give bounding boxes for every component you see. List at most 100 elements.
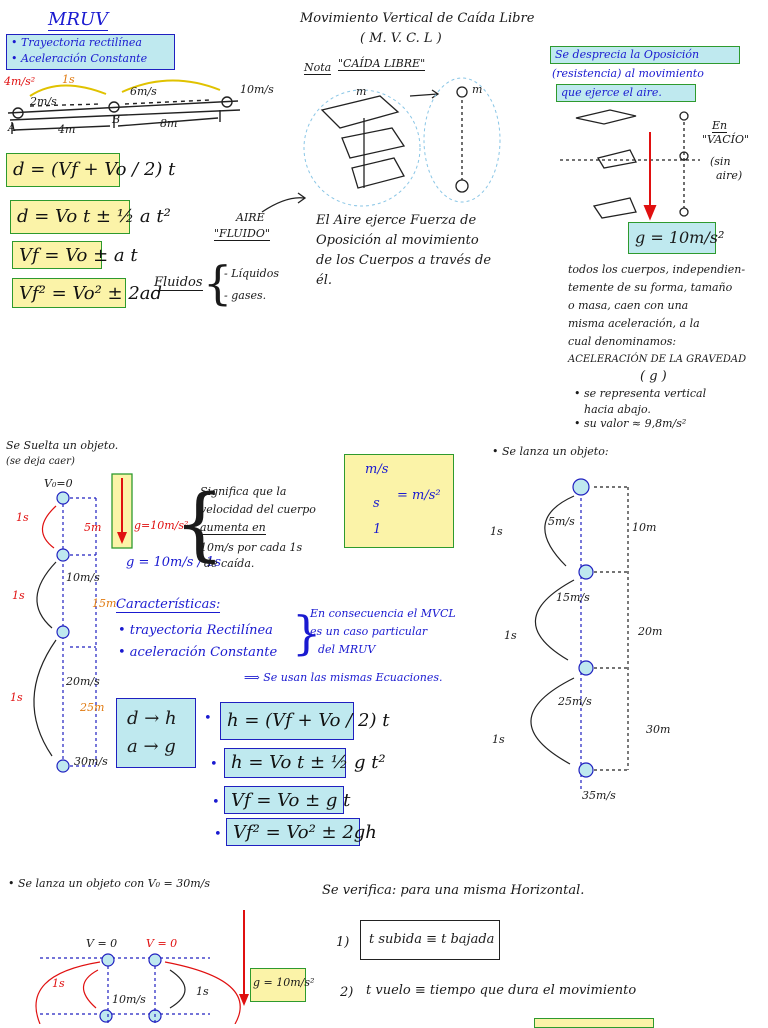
- characteristic-2: • aceleración Constante: [118, 645, 278, 660]
- aire-text-2: Oposición al movimiento: [316, 233, 479, 248]
- g-value-box: g = 10m/s²: [628, 222, 724, 254]
- throw-down-speed-3: 25m/s: [558, 695, 592, 708]
- item2-num: 2): [340, 985, 354, 1000]
- meaning-1: Significa que la: [200, 485, 287, 498]
- arrow-to-ball: [409, 89, 440, 99]
- sub-d-h: d → h: [127, 708, 177, 729]
- fluidos-brace: {: [203, 256, 233, 310]
- aire-text-1: El Aire ejerce Fuerza de: [316, 213, 477, 228]
- mruv-v2: 6m/s: [130, 85, 157, 98]
- vertical-text-2: hacia abajo.: [584, 403, 651, 416]
- bullet-2: •: [210, 757, 218, 772]
- mruv-features-box: • Trayectoria rectilínea • Aceleración C…: [6, 34, 175, 70]
- bullet-1: •: [204, 711, 212, 726]
- falling-body-in-air-sketch: [303, 89, 421, 207]
- throw-up-v-zero-a: V = 0: [86, 937, 118, 950]
- vacuum-fall-sketch: [560, 109, 700, 219]
- drop-time-2: 1s: [12, 589, 25, 602]
- item1-text: t subida ≡ t bajada: [369, 932, 495, 947]
- mvcl-note-title: "CAÍDA LIBRE": [338, 57, 426, 72]
- drop-v0: V₀=0: [44, 477, 73, 490]
- drop-speed-2: 20m/s: [66, 675, 100, 688]
- mruv-title: MRUV: [48, 9, 109, 31]
- aire-arrow: [261, 192, 307, 213]
- bodies-text-6: ACELERACIÓN DE LA GRAVEDAD: [568, 354, 747, 365]
- neglect-text-3: que ejerce el aire.: [561, 86, 662, 99]
- throw-up-g-box: g = 10m/s²: [250, 968, 314, 1002]
- drop-time-1: 1s: [16, 511, 29, 524]
- drop-formula-box-4: Vf² = Vo² ± 2gh: [226, 818, 377, 846]
- unit-m-s: m/s: [365, 462, 389, 477]
- mruv-formula-box-2: d = Vo t ± ½ a t²: [10, 200, 171, 234]
- drop-formula-4: Vf² = Vo² ± 2gh: [233, 822, 377, 843]
- meaning-2: velocidad del cuerpo: [200, 503, 316, 516]
- neglect-text-2: (resistencia) al movimiento: [552, 67, 704, 80]
- bodies-text-1: todos los cuerpos, independien-: [568, 263, 746, 276]
- g-value: g = 10m/s²: [635, 228, 725, 247]
- drop-formula-2: h = Vo t ± ½ g t²: [231, 752, 386, 773]
- characteristic-1: • trayectoria Rectilínea: [118, 623, 273, 638]
- sub-a-g: a → g: [127, 736, 176, 757]
- drop-formula-1: h = (Vf + Vo / 2) t: [227, 710, 390, 731]
- vertical-text-1: • se representa vertical: [574, 387, 707, 400]
- bullet-3: •: [212, 795, 220, 810]
- meaning-4: 10m/s por cada 1s: [200, 541, 303, 554]
- consequence-1: En consecuencia el MVCL: [310, 607, 456, 620]
- drop-time-3: 1s: [10, 691, 23, 704]
- mruv-time-label: 1s: [62, 73, 75, 86]
- throw-down-dist-3: 30m: [646, 723, 671, 736]
- mruv-v3: 10m/s: [240, 83, 274, 96]
- unit-box: m/s s 1 = m/s²: [344, 454, 454, 548]
- drop-dist-1: 5m: [84, 521, 102, 534]
- fluido-label: "FLUIDO": [214, 227, 270, 242]
- drop-formula-3: Vf = Vo ± g t: [231, 790, 351, 811]
- vacio-aire: aire): [716, 169, 743, 182]
- drop-dist-3: 25m: [80, 701, 105, 714]
- characteristics-title: Características:: [116, 597, 221, 614]
- drop-heading: Se Suelta un objeto.: [6, 439, 119, 452]
- throw-up-time-b: 1s: [196, 985, 209, 998]
- consequence-3: del MRUV: [318, 643, 376, 656]
- throw-down-speed-1: 5m/s: [548, 515, 575, 528]
- meaning-brace: {: [174, 477, 225, 570]
- bodies-text-3: o masa, caen con una: [568, 299, 689, 312]
- throw-down-time-3: 1s: [492, 733, 505, 746]
- drop-dist-2: 15m: [92, 597, 117, 610]
- throw-down-diagram: [530, 478, 629, 790]
- mruv-feature-2: • Aceleración Constante: [11, 52, 148, 65]
- throw-up-v-zero-b: V = 0: [146, 937, 178, 950]
- vertical-text-3: • su valor ≈ 9,8m/s²: [574, 417, 687, 430]
- mvcl-note-label: Nota: [304, 61, 332, 76]
- meaning-3: aumenta en: [200, 521, 266, 536]
- throw-up-g-arrow: [239, 910, 249, 1006]
- mruv-track-diagram: [7, 79, 241, 134]
- mruv-dist-2: 8m: [160, 117, 178, 130]
- throw-up-time-a: 1s: [52, 977, 65, 990]
- throw-down-heading: • Se lanza un objeto:: [492, 445, 609, 458]
- throw-down-speed-4: 35m/s: [582, 789, 616, 802]
- verify-text: Se verifica: para una misma Horizontal.: [322, 883, 585, 898]
- mruv-formula-box-3: Vf = Vo ± a t: [12, 241, 138, 269]
- throw-up-g-value: g = 10m/s²: [253, 976, 315, 989]
- mruv-accel-label: 4m/s²: [4, 75, 36, 88]
- bottom-yellow-box: [534, 1018, 654, 1028]
- aire-label: AIRE: [236, 211, 265, 224]
- drop-g-box-arrow: [111, 473, 133, 549]
- fluidos-label: Fluidos: [154, 275, 203, 292]
- falling-ball-sketch: [423, 77, 501, 203]
- mvcl-mass-label: m: [356, 85, 367, 98]
- mruv-point-a: A: [8, 121, 16, 134]
- drop-formula-box-3: Vf = Vo ± g t: [224, 786, 350, 814]
- mvcl-title: Movimiento Vertical de Caída Libre: [300, 11, 535, 26]
- substitution-box: d → h a → g: [116, 698, 196, 768]
- drop-speed-1: 10m/s: [66, 571, 100, 584]
- unit-one: 1: [373, 522, 382, 537]
- throw-up-heading: • Se lanza un objeto con V₀ = 30m/s: [8, 877, 211, 890]
- mruv-formula-4: Vf² = Vo² ± 2ad: [19, 283, 163, 304]
- consequence-2: es un caso particular: [310, 625, 428, 638]
- mruv-formula-box-1: d = (Vf + Vo / 2) t: [6, 153, 175, 187]
- drop-g-label: g=10m/s²: [134, 519, 189, 532]
- gravity-arrow-red: [643, 132, 657, 221]
- aire-text-4: él.: [316, 273, 332, 288]
